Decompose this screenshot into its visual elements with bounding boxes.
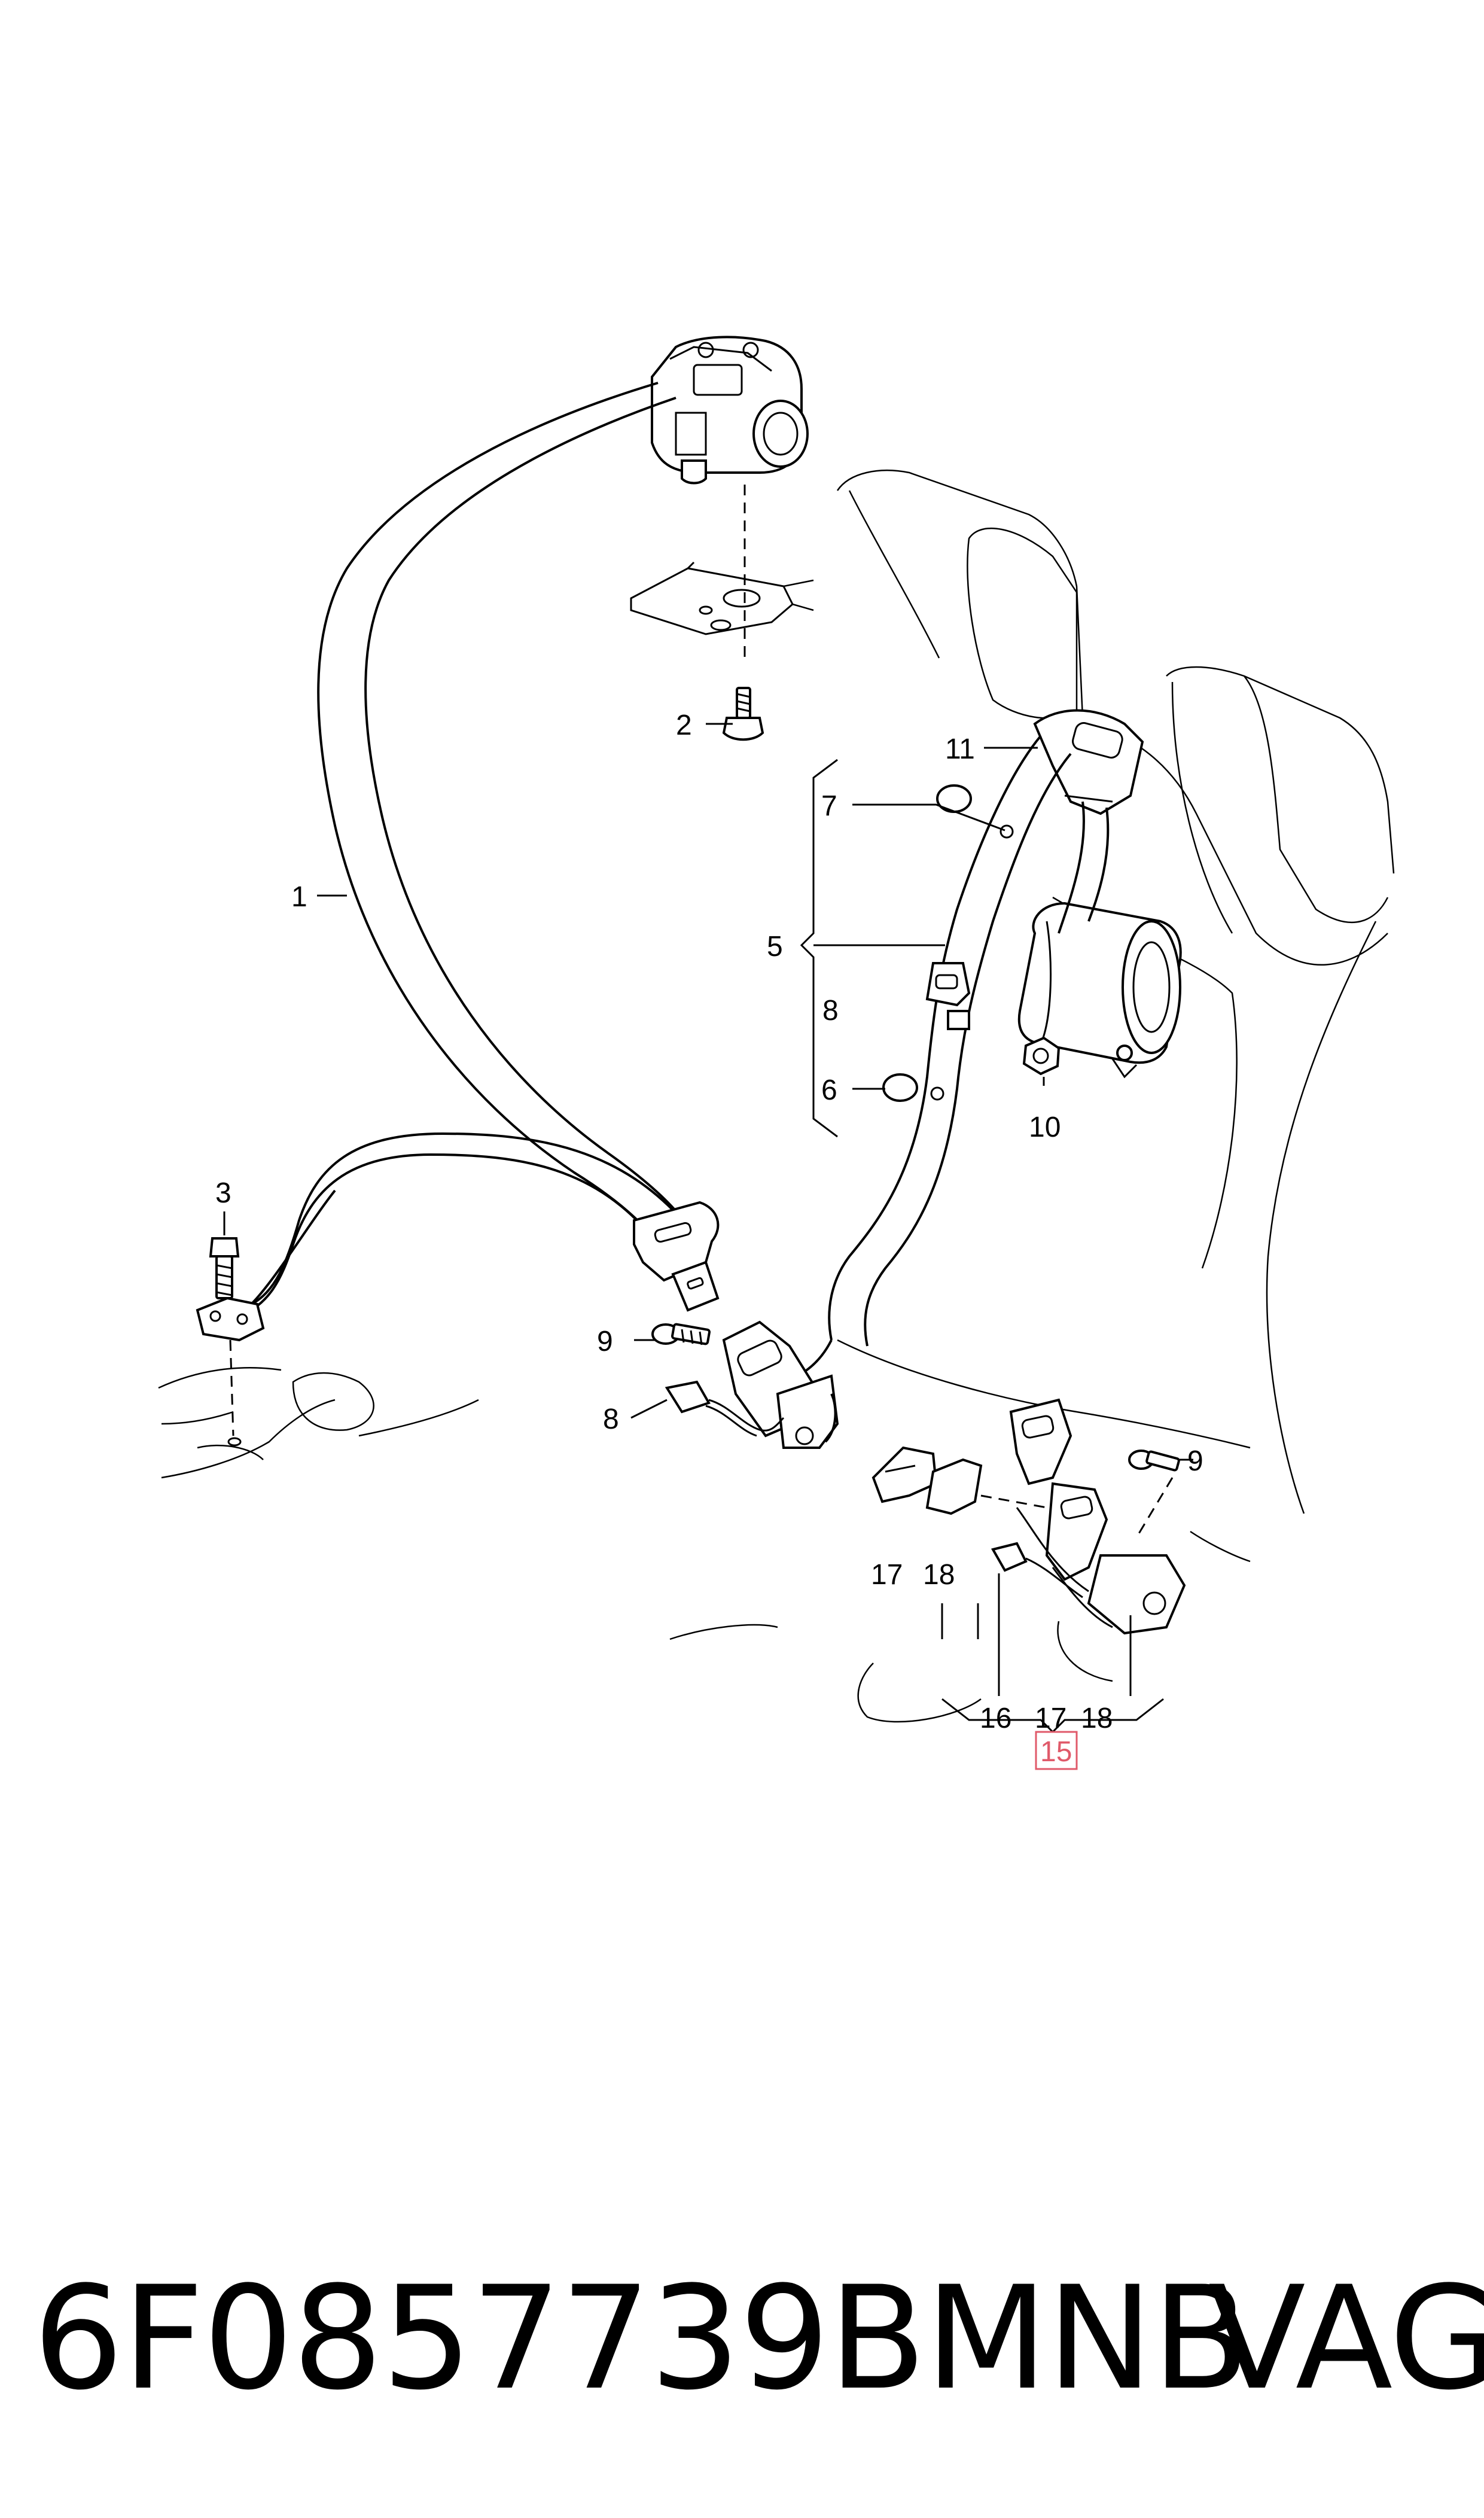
- hole-item-7: [1000, 824, 1014, 839]
- callout-5: 5: [767, 931, 783, 963]
- bolt-item-9-right: [1128, 1450, 1180, 1472]
- callout-11: 11: [945, 733, 975, 765]
- manufacturer-label: VAG: [1208, 2256, 1484, 2422]
- callout-17-bottom: 17: [1035, 1703, 1066, 1734]
- callout-6: 6: [821, 1074, 837, 1106]
- callout-16: 16: [980, 1703, 1011, 1734]
- floor-anchor-axis: [229, 1339, 234, 1436]
- cap-item-6: [882, 1073, 918, 1102]
- part-number-footer: 6F0857739BMNB VAG: [33, 2255, 1484, 2423]
- cover-item-17: [871, 1446, 938, 1503]
- callout-15: 15: [1040, 1736, 1072, 1768]
- floor-pan-outline: [158, 1367, 479, 1479]
- callout-2: 2: [676, 710, 692, 741]
- connector-item-16: [991, 1542, 1083, 1599]
- cover-item-18: [925, 1458, 983, 1515]
- callout-1: 1: [291, 881, 307, 913]
- stopper-button: [925, 962, 971, 1030]
- callout-9-right: 9: [1187, 1445, 1203, 1477]
- hole-item-6: [930, 1086, 944, 1101]
- double-buckle-assembly: [1009, 1398, 1186, 1635]
- upper-belt-retractor: [651, 336, 809, 485]
- connector-item-8: [665, 1380, 785, 1437]
- rear-belt-webbing: [783, 735, 1110, 1383]
- retractor-mounting-plate: [630, 561, 814, 635]
- buckle-left: [722, 1320, 839, 1449]
- assembly-axis: [980, 1494, 1047, 1509]
- callout-7: 7: [821, 790, 837, 822]
- callout-15-highlight: 15: [1035, 1731, 1078, 1770]
- rear-seat-backrest-outline: [669, 470, 1395, 1723]
- callout-8: 8: [603, 1403, 619, 1435]
- bolt-item-3: [209, 1237, 240, 1299]
- part-number: 6F0857739BMNB: [33, 2256, 1250, 2422]
- leader-lines: [223, 723, 1193, 1734]
- floor-anchor-bracket: [196, 1296, 265, 1342]
- callout-9-left: 9: [597, 1326, 613, 1357]
- callout-18-top: 18: [923, 1559, 955, 1591]
- belt-webbing-item-1: [239, 382, 689, 1317]
- callout-3: 3: [215, 1177, 231, 1209]
- rear-belt-retractor: [1017, 902, 1182, 1079]
- callout-10: 10: [1029, 1112, 1061, 1143]
- floor-anchor-hole: [227, 1437, 242, 1447]
- callout-18-bottom: 18: [1081, 1703, 1113, 1734]
- bolt-item-2: [722, 687, 764, 741]
- bolt-axis: [1135, 1477, 1174, 1538]
- callout-17-top: 17: [871, 1559, 903, 1591]
- bolt-item-9-left: [651, 1323, 711, 1345]
- nut-item-10: [1022, 1036, 1061, 1076]
- callout-8-range: 8: [822, 995, 839, 1027]
- upper-guide-item-11: [1033, 709, 1144, 815]
- latch-plate: [633, 1201, 720, 1312]
